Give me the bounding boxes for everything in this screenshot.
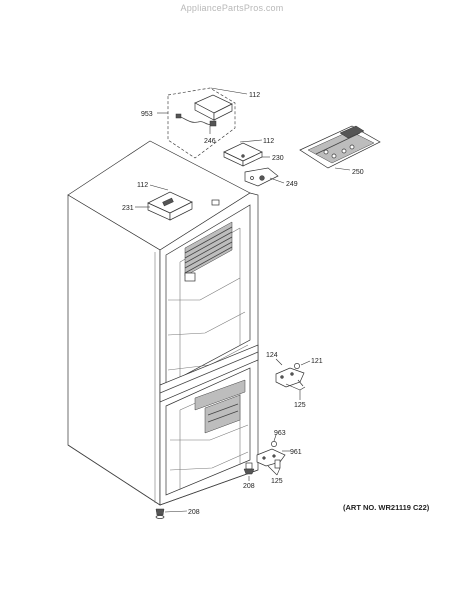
- literature-kit: [299, 125, 381, 169]
- top-clip: [211, 199, 220, 206]
- callout-208-a: 208: [243, 483, 255, 490]
- callout-953: 953: [141, 111, 153, 118]
- mullion: [159, 344, 259, 403]
- center-hinge: [275, 363, 305, 388]
- hinge-cover-231: [147, 191, 193, 221]
- cabinet: [67, 140, 259, 506]
- callout-112-a: 112: [249, 92, 260, 99]
- cabinet-left-side: [67, 194, 161, 506]
- art-number: (ART NO. WR21119 C22): [343, 503, 430, 512]
- leader-lines: [135, 87, 351, 513]
- leveling-leg-standalone: [155, 508, 165, 519]
- callout-231: 231: [122, 205, 134, 212]
- callout-246: 246: [204, 138, 216, 145]
- control-box-group: [167, 87, 236, 159]
- callout-125-b: 125: [271, 478, 283, 485]
- top-cover-230: [223, 142, 263, 167]
- callout-125-a: 125: [294, 402, 306, 409]
- light-housing: [184, 272, 196, 282]
- callout-961: 961: [290, 449, 302, 456]
- freezer-fan-cover: [204, 394, 241, 434]
- leveling-leg: [243, 462, 255, 475]
- callout-230: 230: [272, 155, 284, 162]
- callout-124: 124: [266, 352, 278, 359]
- callout-112-b: 112: [263, 138, 274, 145]
- evaporator-cover: [184, 221, 233, 277]
- callout-963: 963: [274, 430, 286, 437]
- callout-121: 121: [311, 358, 323, 365]
- watermark: AppliancePartsPros.com: [180, 3, 284, 13]
- callout-112-c: 112: [137, 182, 148, 189]
- callout-250: 250: [352, 169, 364, 176]
- callout-249: 249: [286, 181, 298, 188]
- wire-harness: [177, 115, 213, 125]
- callout-labels: 112 953 246 112 230 249 112 231 250 124 …: [122, 92, 364, 516]
- callout-208-b: 208: [188, 509, 200, 516]
- bottom-hinge: [256, 441, 286, 469]
- top-hinge: [244, 167, 279, 187]
- freezer-rail: [194, 379, 246, 411]
